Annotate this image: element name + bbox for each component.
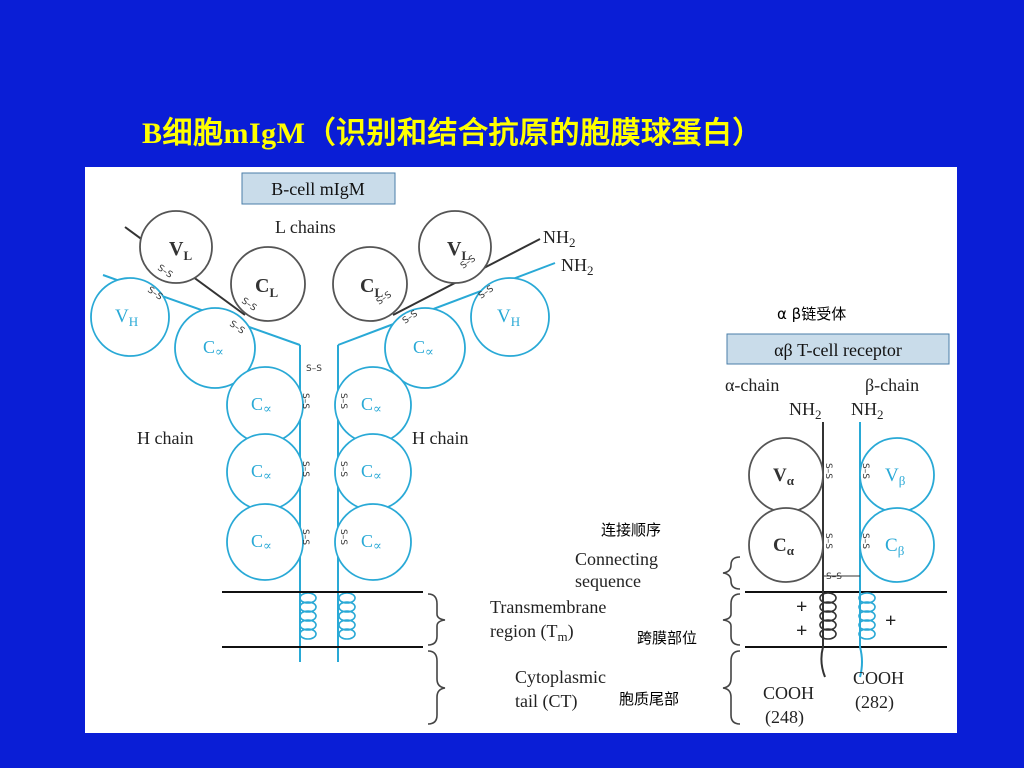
cmu1-label-right: C∝ (413, 337, 434, 359)
tcr-disulfide-va: S–S (823, 463, 833, 479)
disulfide-bond-cmu3-right: S–S (338, 461, 348, 477)
tcr-label: αβ T-cell receptor (774, 340, 902, 360)
cytoplasmic-label-line2: tail (CT) (515, 691, 577, 712)
bracket-transmembrane-right (722, 593, 741, 646)
alpha-transmembrane-coil (819, 592, 837, 640)
bcell-label-box (241, 172, 396, 205)
cl-label-left: CL (255, 275, 278, 300)
beta-transmembrane-coil (858, 592, 876, 640)
bracket-transmembrane-left (427, 593, 446, 646)
disulfide-bond-cmu2-right: S–S (338, 393, 348, 409)
disulfide-bond-hinge: S–S (306, 364, 322, 374)
nh2-label-top: NH2 (543, 227, 576, 250)
cmu1-label-left: C∝ (203, 337, 224, 359)
tcr-disulfide-connecting: S–S (826, 572, 842, 582)
h-chain-label-left: H chain (137, 428, 193, 448)
tcr-disulfide-vb: S–S (860, 463, 870, 479)
cmu1-domain-left (174, 307, 256, 389)
cl-label-right: CL (360, 275, 383, 300)
bcell-label: B-cell mIgM (271, 179, 364, 199)
cmu1-domain-right (384, 307, 466, 389)
vl-label-left: VL (169, 238, 192, 263)
cl-domain-right (332, 246, 408, 322)
alpha-charge-plus-2: + (796, 620, 807, 642)
cooh-alpha-number: (248) (765, 707, 804, 728)
bcell-mIgM-diagram: B-cell mIgM L chains (90, 172, 594, 662)
ca-label: Cα (773, 535, 795, 558)
tcr-disulfide-ca: S–S (823, 533, 833, 549)
l-chains-label: L chains (275, 217, 336, 237)
disulfide-bond-cmu3-left: S–S (300, 461, 310, 477)
cmu3-label-right: C∝ (361, 461, 382, 483)
cmu4-label-left: C∝ (251, 531, 272, 553)
beta-charge-plus: + (885, 610, 896, 632)
cmu2-label-right: C∝ (361, 394, 382, 416)
cb-domain (859, 507, 935, 583)
cmu3-label-left: C∝ (251, 461, 272, 483)
vl-label-right: VL (447, 238, 470, 263)
vh-domain-left (90, 277, 170, 357)
h-chain-label-right: H chain (412, 428, 468, 448)
vb-label: Vβ (885, 465, 906, 488)
bracket-cytoplasmic-right (722, 650, 741, 725)
disulfide-bond-cmu4-left: S–S (300, 529, 310, 545)
vh-label-right: VH (497, 306, 520, 329)
diagram-figure: B-cell mIgM L chains (85, 167, 957, 733)
tcr-nh2-alpha: NH2 (789, 399, 822, 422)
vh-label-left: VH (115, 306, 138, 329)
tcr-disulfide-cb: S–S (860, 533, 870, 549)
connecting-label-line1: Connecting (575, 549, 658, 569)
heavy-chain-right-arm (337, 262, 556, 346)
connecting-cn-label: 连接顺序 (601, 521, 661, 539)
cytoplasmic-label-line1: Cytoplasmic (515, 667, 606, 687)
vl-domain-right (418, 210, 492, 284)
cb-label: Cβ (885, 535, 905, 558)
va-label: Vα (773, 465, 795, 488)
bracket-cytoplasmic-left (427, 650, 446, 725)
cmu4-label-right: C∝ (361, 531, 382, 553)
connecting-label-line2: sequence (575, 571, 641, 591)
tcr-label-box (726, 333, 950, 365)
transmembrane-label-line1: Transmembrane (490, 597, 606, 617)
cooh-beta-number: (282) (855, 692, 894, 713)
alpha-charge-plus-1: + (796, 596, 807, 618)
disulfide-bond-cmu2-left: S–S (300, 393, 310, 409)
alpha-chain-line (820, 422, 826, 678)
tcr-nh2-beta: NH2 (851, 399, 884, 422)
nh2-label-bottom: NH2 (561, 255, 594, 278)
bcell-transmembrane-coils (299, 592, 356, 640)
vl-domain-left (139, 210, 213, 284)
vh-domain-right (470, 277, 550, 357)
cooh-beta: COOH (853, 668, 904, 688)
tcr-diagram: α β链受体 αβ T-cell receptor α-chain β-chai… (725, 305, 950, 728)
ca-domain (748, 507, 824, 583)
transmembrane-label-line2: region (Tm) (490, 621, 574, 644)
beta-chain-label: β-chain (865, 375, 919, 395)
transmembrane-cn-label: 跨膜部位 (637, 629, 697, 647)
tcr-cn-label: α β链受体 (777, 305, 846, 323)
cmu2-label-left: C∝ (251, 394, 272, 416)
cooh-alpha: COOH (763, 683, 814, 703)
cmu4-domain-left (226, 503, 304, 581)
alpha-chain-label: α-chain (725, 375, 779, 395)
beta-chain-line (859, 422, 863, 678)
bracket-connecting-right (722, 556, 741, 590)
cytoplasmic-cn-label: 胞质尾部 (619, 690, 679, 708)
cmu4-domain-right (334, 503, 412, 581)
cl-domain-left (230, 246, 306, 322)
slide-title: B细胞mIgM（识别和结合抗原的胞膜球蛋白） (142, 117, 763, 150)
disulfide-bond-cmu4-right: S–S (338, 529, 348, 545)
